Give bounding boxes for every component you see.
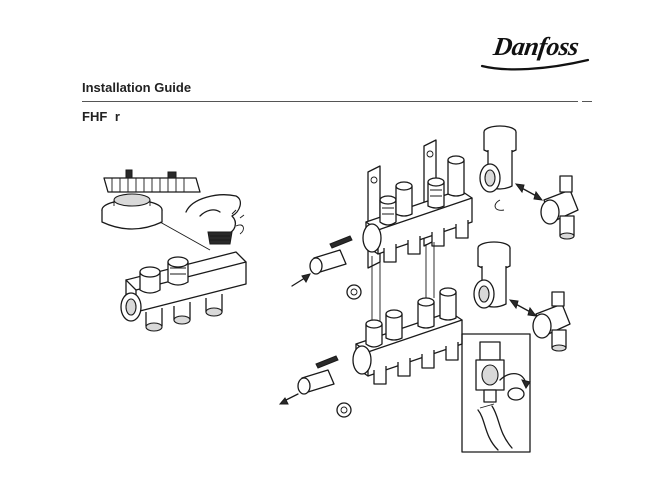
flow-arrows [278, 183, 544, 405]
right-manifold-figure [278, 125, 579, 453]
page-title: Installation Guide [82, 80, 192, 95]
ball-valve-lower [297, 355, 352, 418]
end-fitting-upper [479, 125, 579, 240]
inset-detail [461, 333, 531, 453]
actuator-detail [101, 169, 211, 251]
lower-manifold [352, 287, 463, 385]
left-manifold-bar [120, 251, 247, 332]
upper-manifold [362, 155, 473, 263]
logo-swoosh-icon [480, 58, 590, 71]
end-fitting-lower [473, 241, 571, 352]
ball-valve-upper [309, 235, 362, 300]
hand-drawing [185, 194, 245, 245]
page-subtitle: FHF r [82, 109, 120, 124]
title-divider-tail [582, 101, 592, 102]
left-manifold-figure [101, 169, 247, 332]
title-divider [82, 101, 578, 102]
danfoss-logo: Danfoss [476, 30, 596, 74]
